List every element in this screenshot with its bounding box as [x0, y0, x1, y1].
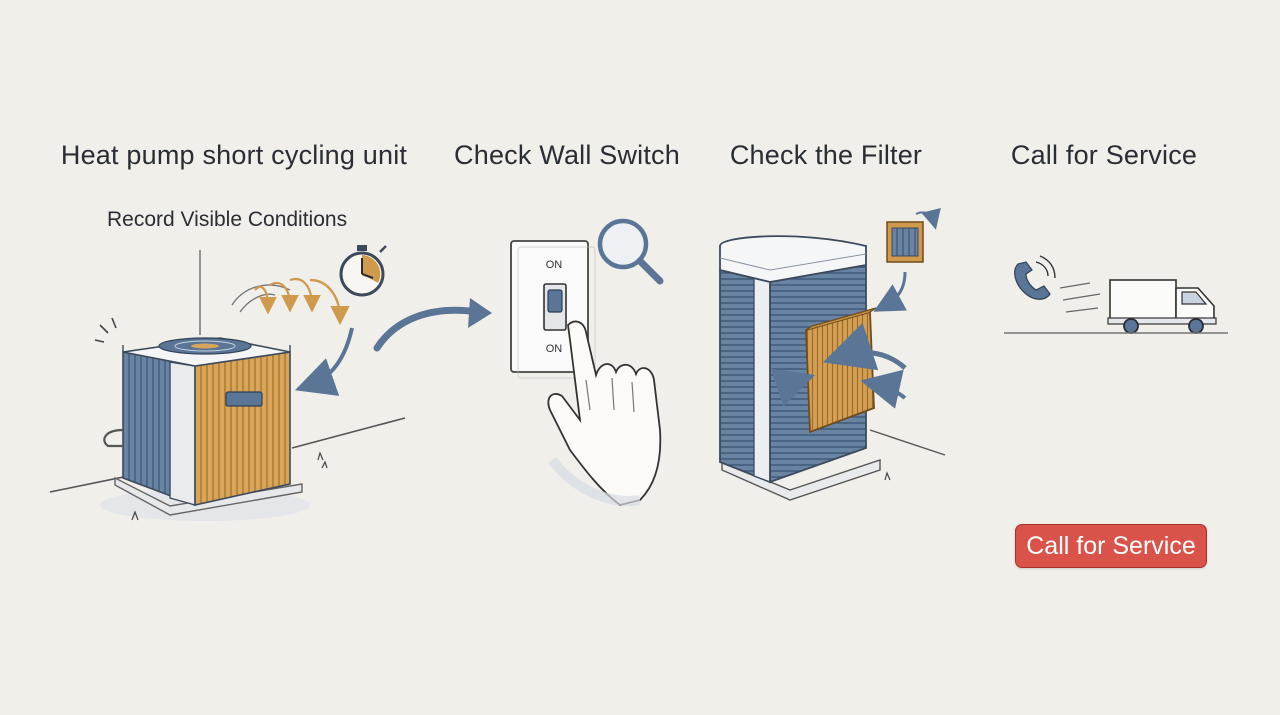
service-truck-icon: [1107, 279, 1217, 334]
switch-on-top-label: ON: [546, 259, 563, 271]
pointing-hand: [547, 320, 662, 506]
step-title-heat-pump: Heat pump short cycling unit: [60, 140, 408, 170]
call-for-service-button[interactable]: Call for Service: [1015, 524, 1207, 568]
step-title-filter: Check the Filter: [729, 140, 923, 170]
phone-icon: [1014, 255, 1056, 300]
filter-icon: [886, 207, 941, 263]
arrow-to-switch: [373, 306, 482, 352]
wall-switch: ON ON: [510, 240, 596, 379]
step-title-service: Call for Service: [1010, 140, 1198, 170]
switch-on-bottom-label: ON: [546, 343, 563, 355]
step-title-wall-switch: Check Wall Switch: [454, 140, 680, 170]
magnifier-icon: [597, 218, 664, 285]
heat-pump-unit: [49, 250, 406, 521]
stopwatch-icon: [339, 245, 387, 297]
record-conditions-label: Record Visible Conditions: [107, 208, 348, 231]
